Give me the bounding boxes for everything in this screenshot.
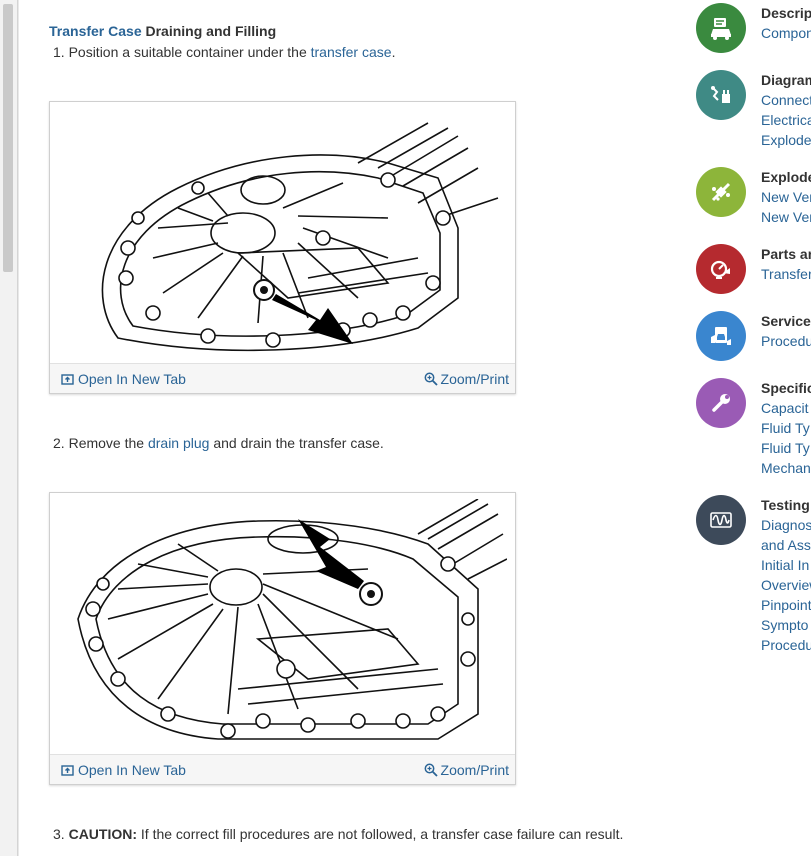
category-sidebar: Descript Compon Diagram Connect Electric…: [696, 0, 811, 856]
wrench-icon: [696, 378, 746, 428]
open-in-new-tab-link[interactable]: Open In New Tab: [61, 762, 186, 778]
category-link[interactable]: Overview: [761, 577, 811, 593]
category-link[interactable]: Capacit: [761, 400, 809, 416]
category-title: Explode: [761, 169, 811, 185]
step-1: 1. Position a suitable container under t…: [49, 43, 639, 61]
category-title: Diagram: [761, 72, 811, 88]
category-link[interactable]: Fluid Ty: [761, 440, 810, 456]
document-page: Transfer Case Draining and Filling 1. Po…: [19, 0, 811, 856]
step-text-end: and drain the transfer case.: [209, 435, 384, 451]
category-link[interactable]: Fluid Ty: [761, 420, 810, 436]
zoom-icon: [424, 763, 438, 777]
zoom-icon: [424, 372, 438, 386]
waveform-icon: [696, 495, 746, 545]
drain-plug-link[interactable]: drain plug: [147, 435, 210, 451]
open-new-tab-icon: [61, 373, 74, 385]
parts-gauge-icon: [696, 244, 746, 294]
category-link[interactable]: Procedu: [761, 333, 811, 349]
category-link[interactable]: New Ver: [761, 209, 811, 225]
zoom-print-link[interactable]: Zoom/Print: [424, 371, 509, 387]
figure-container-drain-plug: Open In New Tab Zoom/Print: [49, 492, 516, 785]
wiring-diagram-icon: [696, 70, 746, 120]
category-link[interactable]: Mechan: [761, 460, 811, 476]
open-in-new-tab-link[interactable]: Open In New Tab: [61, 371, 186, 387]
procedure-heading: Transfer Case Draining and Filling: [49, 22, 639, 40]
car-document-icon: [696, 3, 746, 53]
category-link[interactable]: Procedu: [761, 637, 811, 653]
procedure-content: Transfer Case Draining and Filling 1. Po…: [49, 22, 639, 61]
step-text-end: .: [391, 44, 396, 60]
step-text: Remove the: [64, 435, 148, 451]
category-title: Descript: [761, 5, 811, 21]
exploded-parts-icon: [696, 167, 746, 217]
zoom-print-link[interactable]: Zoom/Print: [424, 762, 509, 778]
step-2: 2. Remove the drain plug and drain the t…: [49, 434, 384, 452]
step-number: 3.: [53, 826, 65, 842]
zoom-print-label: Zoom/Print: [440, 371, 509, 387]
step-number: 2.: [53, 435, 65, 451]
step-text: Position a suitable container under the: [64, 44, 311, 60]
category-link[interactable]: New Ver: [761, 189, 811, 205]
service-car-icon: [696, 311, 746, 361]
figure-container-position-container: Open In New Tab Zoom/Print: [49, 101, 516, 394]
open-new-tab-icon: [61, 764, 74, 776]
figure-action-bar: Open In New Tab Zoom/Print: [50, 754, 515, 784]
category-title: Parts ar: [761, 246, 811, 262]
drain-plug-illustration: [77, 499, 507, 740]
category-link[interactable]: Electrica: [761, 112, 811, 128]
figure-action-bar: Open In New Tab Zoom/Print: [50, 363, 515, 393]
category-title: Specific: [761, 380, 811, 396]
transfer-case-illustration: [101, 122, 499, 352]
heading-text: Draining and Filling: [141, 23, 277, 39]
zoom-print-label: Zoom/Print: [440, 762, 509, 778]
category-title: Service: [761, 313, 811, 329]
open-in-new-tab-label: Open In New Tab: [78, 762, 186, 778]
transfer-case-inline-link[interactable]: transfer case: [310, 44, 392, 60]
open-in-new-tab-label: Open In New Tab: [78, 371, 186, 387]
category-link[interactable]: Sympto: [761, 617, 809, 633]
caution-label: CAUTION:: [68, 826, 138, 842]
transfer-case-link[interactable]: Transfer Case: [49, 23, 142, 39]
scrollbar-thumb[interactable]: [3, 4, 13, 272]
category-link[interactable]: Diagnos: [761, 517, 811, 533]
category-link[interactable]: Initial In: [761, 557, 810, 573]
step-number: 1.: [53, 44, 65, 60]
step-3: 3. CAUTION: If the correct fill procedur…: [49, 825, 623, 843]
category-link[interactable]: Explode: [761, 132, 811, 148]
caution-text: If the correct fill procedures are not f…: [137, 826, 624, 842]
category-link[interactable]: Transfer: [761, 266, 811, 282]
scrollbar-track[interactable]: [0, 0, 18, 856]
category-link[interactable]: Compon: [761, 25, 811, 41]
category-link[interactable]: and Ass: [761, 537, 811, 553]
category-title: Testing: [761, 497, 810, 513]
category-link[interactable]: Connect: [761, 92, 811, 108]
category-link[interactable]: Pinpoint: [761, 597, 811, 613]
